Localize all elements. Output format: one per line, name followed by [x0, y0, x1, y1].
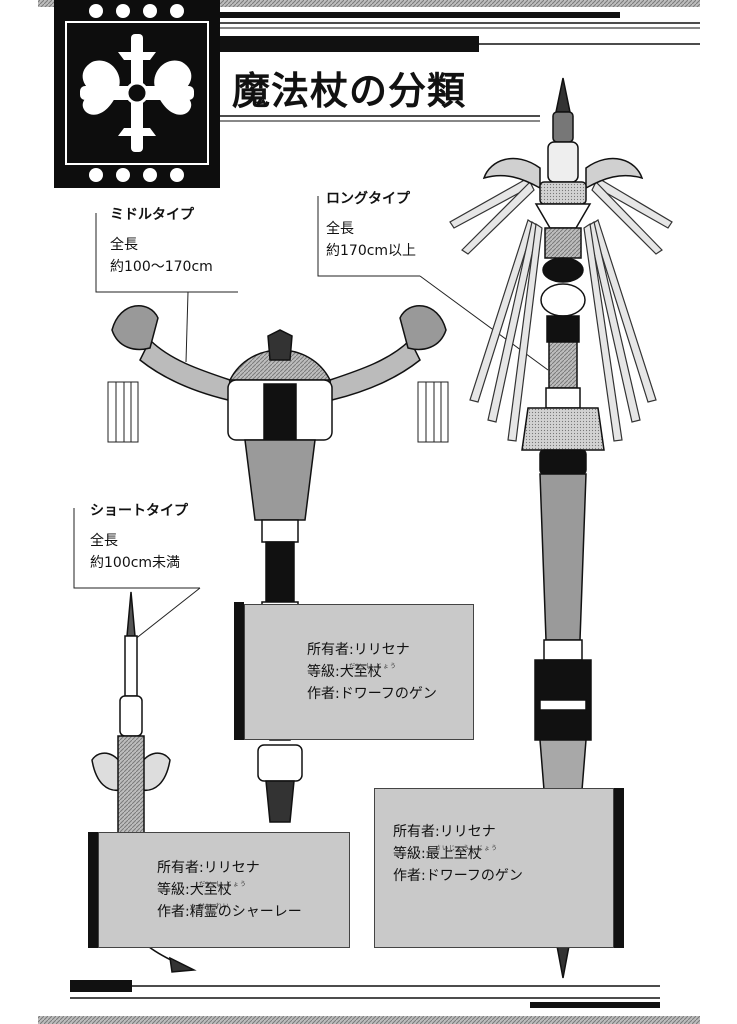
emblem-icon	[54, 0, 220, 188]
middle-owner: 所有者:リリセナ	[307, 642, 410, 658]
middle-type-length-value: 約100〜170cm	[110, 259, 213, 275]
short-maker: 作者:精霊のシャーレー	[157, 904, 302, 920]
middle-staff-info-panel: 所有者:リリセナ だい し じょう 等級:大至杖 作者:ドワーフのゲン	[244, 604, 474, 740]
page-title: 魔法杖の分類	[232, 69, 467, 113]
title-rules	[214, 12, 700, 122]
long-type-length-label: 全長	[326, 221, 354, 237]
short-grade-row: だい し じょう 等級:大至杖	[157, 879, 349, 901]
long-staff-info-panel: 所有者:リリセナ さいじょうしじょう 等級:最上至杖 作者:ドワーフのゲン	[374, 788, 614, 948]
short-type-spec: ショートタイプ 全長 約100cm未満	[90, 500, 188, 574]
long-type-length-value: 約170cm以上	[326, 243, 417, 259]
long-owner: 所有者:リリセナ	[393, 824, 496, 840]
short-grade-ruby: だい し じょう	[199, 881, 247, 888]
middle-maker: 作者:ドワーフのゲン	[307, 686, 437, 702]
middle-grade: 等級:大至杖	[307, 664, 382, 680]
middle-type-title: ミドルタイプ	[110, 207, 194, 223]
short-owner: 所有者:リリセナ	[157, 860, 260, 876]
long-type-spec: ロングタイプ 全長 約170cm以上	[326, 188, 416, 262]
long-type-title: ロングタイプ	[326, 191, 410, 207]
scroll-ornaments	[88, 602, 624, 948]
short-maker-row: せい れい 作者:精霊のシャーレー	[157, 901, 349, 923]
long-maker: 作者:ドワーフのゲン	[393, 868, 523, 884]
long-grade-ruby: さいじょうしじょう	[435, 845, 499, 852]
middle-grade-row: だい し じょう 等級:大至杖	[307, 661, 473, 683]
short-type-length-label: 全長	[90, 533, 118, 549]
long-grade: 等級:最上至杖	[393, 846, 482, 862]
top-border-strip	[38, 0, 700, 7]
short-staff-info-panel: 所有者:リリセナ だい し じょう 等級:大至杖 せい れい 作者:精霊のシャー…	[98, 832, 350, 948]
long-grade-row: さいじょうしじょう 等級:最上至杖	[393, 843, 613, 865]
bottom-rules	[70, 980, 660, 1008]
short-maker-ruby: せい れい	[199, 903, 230, 910]
middle-type-length-label: 全長	[110, 237, 138, 253]
bottom-border-strip	[38, 1016, 700, 1024]
short-staff-drawing	[91, 591, 197, 973]
middle-grade-ruby: だい し じょう	[349, 663, 397, 670]
short-type-length-value: 約100cm未満	[90, 555, 181, 571]
middle-type-spec: ミドルタイプ 全長 約100〜170cm	[110, 204, 213, 278]
short-grade: 等級:大至杖	[157, 882, 232, 898]
short-type-title: ショートタイプ	[90, 503, 188, 519]
